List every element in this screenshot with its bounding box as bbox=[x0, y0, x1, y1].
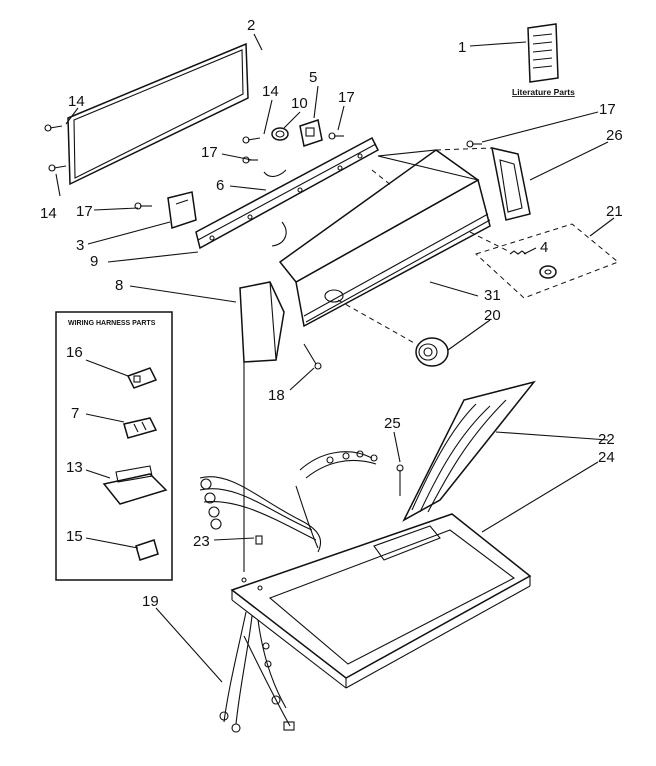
callout-2: 2 bbox=[247, 17, 255, 34]
callout-13: 13 bbox=[66, 459, 83, 476]
callout-25: 25 bbox=[384, 415, 401, 432]
screw-25 bbox=[396, 464, 404, 496]
callout-9: 9 bbox=[90, 253, 98, 270]
callout-3: 3 bbox=[76, 237, 84, 254]
literature-parts-caption: Literature Parts bbox=[512, 87, 575, 97]
timer-3 bbox=[167, 191, 197, 229]
callout-10: 10 bbox=[291, 95, 308, 112]
knob-group-box bbox=[475, 223, 619, 299]
callout-31: 31 bbox=[484, 287, 501, 304]
callout-23: 23 bbox=[193, 533, 210, 550]
callout-1: 1 bbox=[458, 39, 466, 56]
literature-booklet bbox=[527, 23, 559, 83]
main-harness bbox=[199, 450, 378, 553]
rear-panel bbox=[67, 42, 249, 186]
connector-16 bbox=[126, 367, 158, 389]
screw-18 bbox=[303, 343, 322, 370]
wiring-harness-parts-box bbox=[55, 311, 173, 581]
screw-14-lower bbox=[48, 164, 67, 172]
connector-7 bbox=[123, 417, 158, 439]
callout-21: 21 bbox=[606, 203, 623, 220]
callout-6: 6 bbox=[216, 177, 224, 194]
callout-14-bottom: 14 bbox=[40, 205, 57, 222]
harness-channel bbox=[402, 380, 536, 522]
callout-16: 16 bbox=[66, 344, 83, 361]
callout-14-top: 14 bbox=[68, 93, 85, 110]
end-bracket bbox=[491, 147, 531, 221]
dash-26 bbox=[435, 147, 493, 151]
screw-17d bbox=[466, 140, 482, 148]
callout-8: 8 bbox=[115, 277, 123, 294]
callout-17-mid: 17 bbox=[201, 144, 218, 161]
callout-7: 7 bbox=[71, 405, 79, 422]
callout-19: 19 bbox=[142, 593, 159, 610]
callout-5: 5 bbox=[309, 69, 317, 86]
callout-20: 20 bbox=[484, 307, 501, 324]
screw-17a bbox=[134, 202, 152, 210]
connector-15 bbox=[135, 539, 159, 561]
callout-24: 24 bbox=[598, 449, 615, 466]
knob-10 bbox=[271, 127, 289, 141]
switch-5 bbox=[299, 119, 323, 147]
wiring-harness-parts-caption: WIRING HARNESS PARTS bbox=[68, 320, 156, 327]
control-panel-bracket bbox=[195, 136, 379, 250]
spring-4 bbox=[509, 250, 527, 255]
screw-14-upper bbox=[44, 124, 63, 132]
end-cap bbox=[239, 281, 285, 363]
screw-17c bbox=[328, 132, 344, 140]
wire-6 bbox=[263, 169, 287, 178]
knob-21 bbox=[539, 265, 557, 279]
dash-20 bbox=[337, 299, 417, 345]
leader-lines bbox=[55, 33, 615, 683]
callout-22: 22 bbox=[598, 431, 615, 448]
callout-17-right: 17 bbox=[599, 101, 616, 118]
screw-14c bbox=[242, 136, 261, 144]
wire-loop bbox=[271, 221, 287, 247]
callout-18: 18 bbox=[268, 387, 285, 404]
callout-17-top: 17 bbox=[338, 89, 355, 106]
callout-17-left: 17 bbox=[76, 203, 93, 220]
callout-4: 4 bbox=[540, 239, 548, 256]
callout-14-mid: 14 bbox=[262, 83, 279, 100]
connector-13 bbox=[102, 465, 168, 505]
top-panel bbox=[230, 513, 532, 689]
knob-20 bbox=[415, 337, 449, 367]
console-body bbox=[278, 149, 491, 328]
screw-23 bbox=[255, 535, 263, 545]
callout-15: 15 bbox=[66, 528, 83, 545]
dash-21 bbox=[469, 231, 511, 253]
callout-26: 26 bbox=[606, 127, 623, 144]
wiring-harness-19 bbox=[219, 611, 295, 733]
